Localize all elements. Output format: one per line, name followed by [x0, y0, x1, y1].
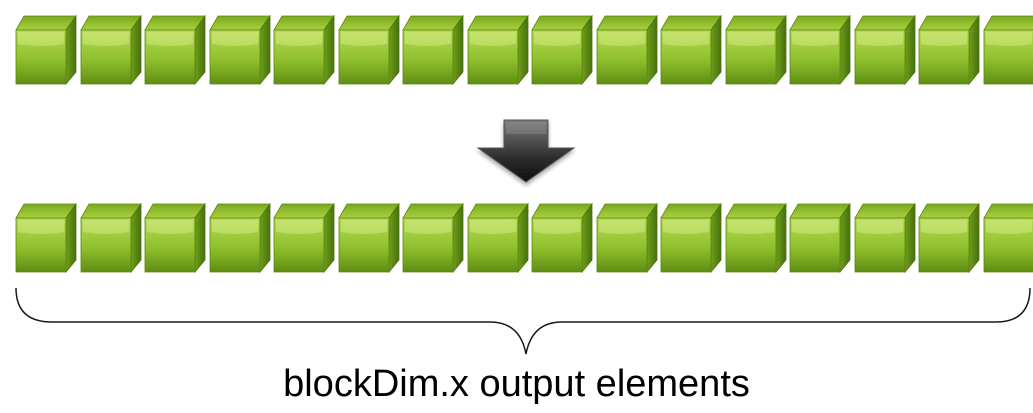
- cube-element: [79, 202, 142, 274]
- cube-element: [853, 14, 916, 86]
- input-elements-row: [0, 0, 1033, 86]
- cube-element: [660, 202, 722, 274]
- cube-element: [660, 14, 722, 86]
- cube-element: [724, 202, 787, 274]
- cube-element: [15, 202, 77, 274]
- cube-element: [208, 14, 271, 86]
- output-caption: blockDim.x output elements: [283, 363, 750, 405]
- cube-element: [208, 202, 271, 274]
- cube-element: [724, 14, 787, 86]
- cube-element: [595, 14, 658, 86]
- cube-element: [982, 203, 1033, 273]
- cube-element: [595, 202, 658, 274]
- output-brace: [15, 287, 1031, 355]
- cube-element: [402, 14, 464, 86]
- cube-element: [144, 202, 206, 274]
- cube-element: [273, 202, 335, 274]
- cube-element: [982, 15, 1033, 85]
- cube-element: [918, 14, 980, 86]
- down-arrow-icon: [476, 119, 576, 183]
- cube-element: [531, 14, 593, 86]
- cube-element: [531, 202, 593, 274]
- cube-element: [789, 202, 851, 274]
- output-elements-row: [0, 198, 1033, 278]
- cube-element: [337, 202, 400, 274]
- cube-element: [466, 202, 529, 274]
- cube-element: [402, 202, 464, 274]
- cube-element: [918, 202, 980, 274]
- cube-element: [853, 202, 916, 274]
- cube-element: [273, 14, 335, 86]
- cube-element: [789, 14, 851, 86]
- cube-element: [466, 14, 529, 86]
- cube-element: [15, 14, 77, 86]
- cube-element: [79, 14, 142, 86]
- cube-element: [144, 14, 206, 86]
- cube-element: [337, 14, 400, 86]
